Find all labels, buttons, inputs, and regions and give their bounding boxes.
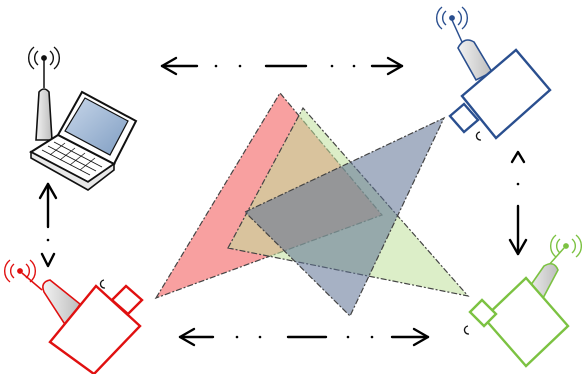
blue-camera-coverage bbox=[243, 116, 446, 318]
communication-links bbox=[38, 56, 528, 347]
radio-waves-icon bbox=[436, 6, 468, 30]
link-blue-to-green-camera bbox=[508, 150, 528, 256]
fields-of-view bbox=[154, 91, 470, 318]
wireless-camera-red-icon bbox=[4, 259, 144, 374]
radio-waves-icon bbox=[28, 46, 60, 70]
link-red-to-green-camera bbox=[178, 327, 430, 347]
radio-waves-icon bbox=[550, 234, 582, 258]
link-laptop-to-blue-camera bbox=[160, 56, 404, 76]
laptop-with-antenna-icon bbox=[28, 46, 138, 191]
link-laptop-to-red-camera bbox=[38, 182, 58, 268]
wireless-camera-green-icon bbox=[463, 234, 582, 368]
radio-waves-icon bbox=[4, 259, 36, 283]
wireless-camera-blue-icon bbox=[436, 6, 552, 141]
